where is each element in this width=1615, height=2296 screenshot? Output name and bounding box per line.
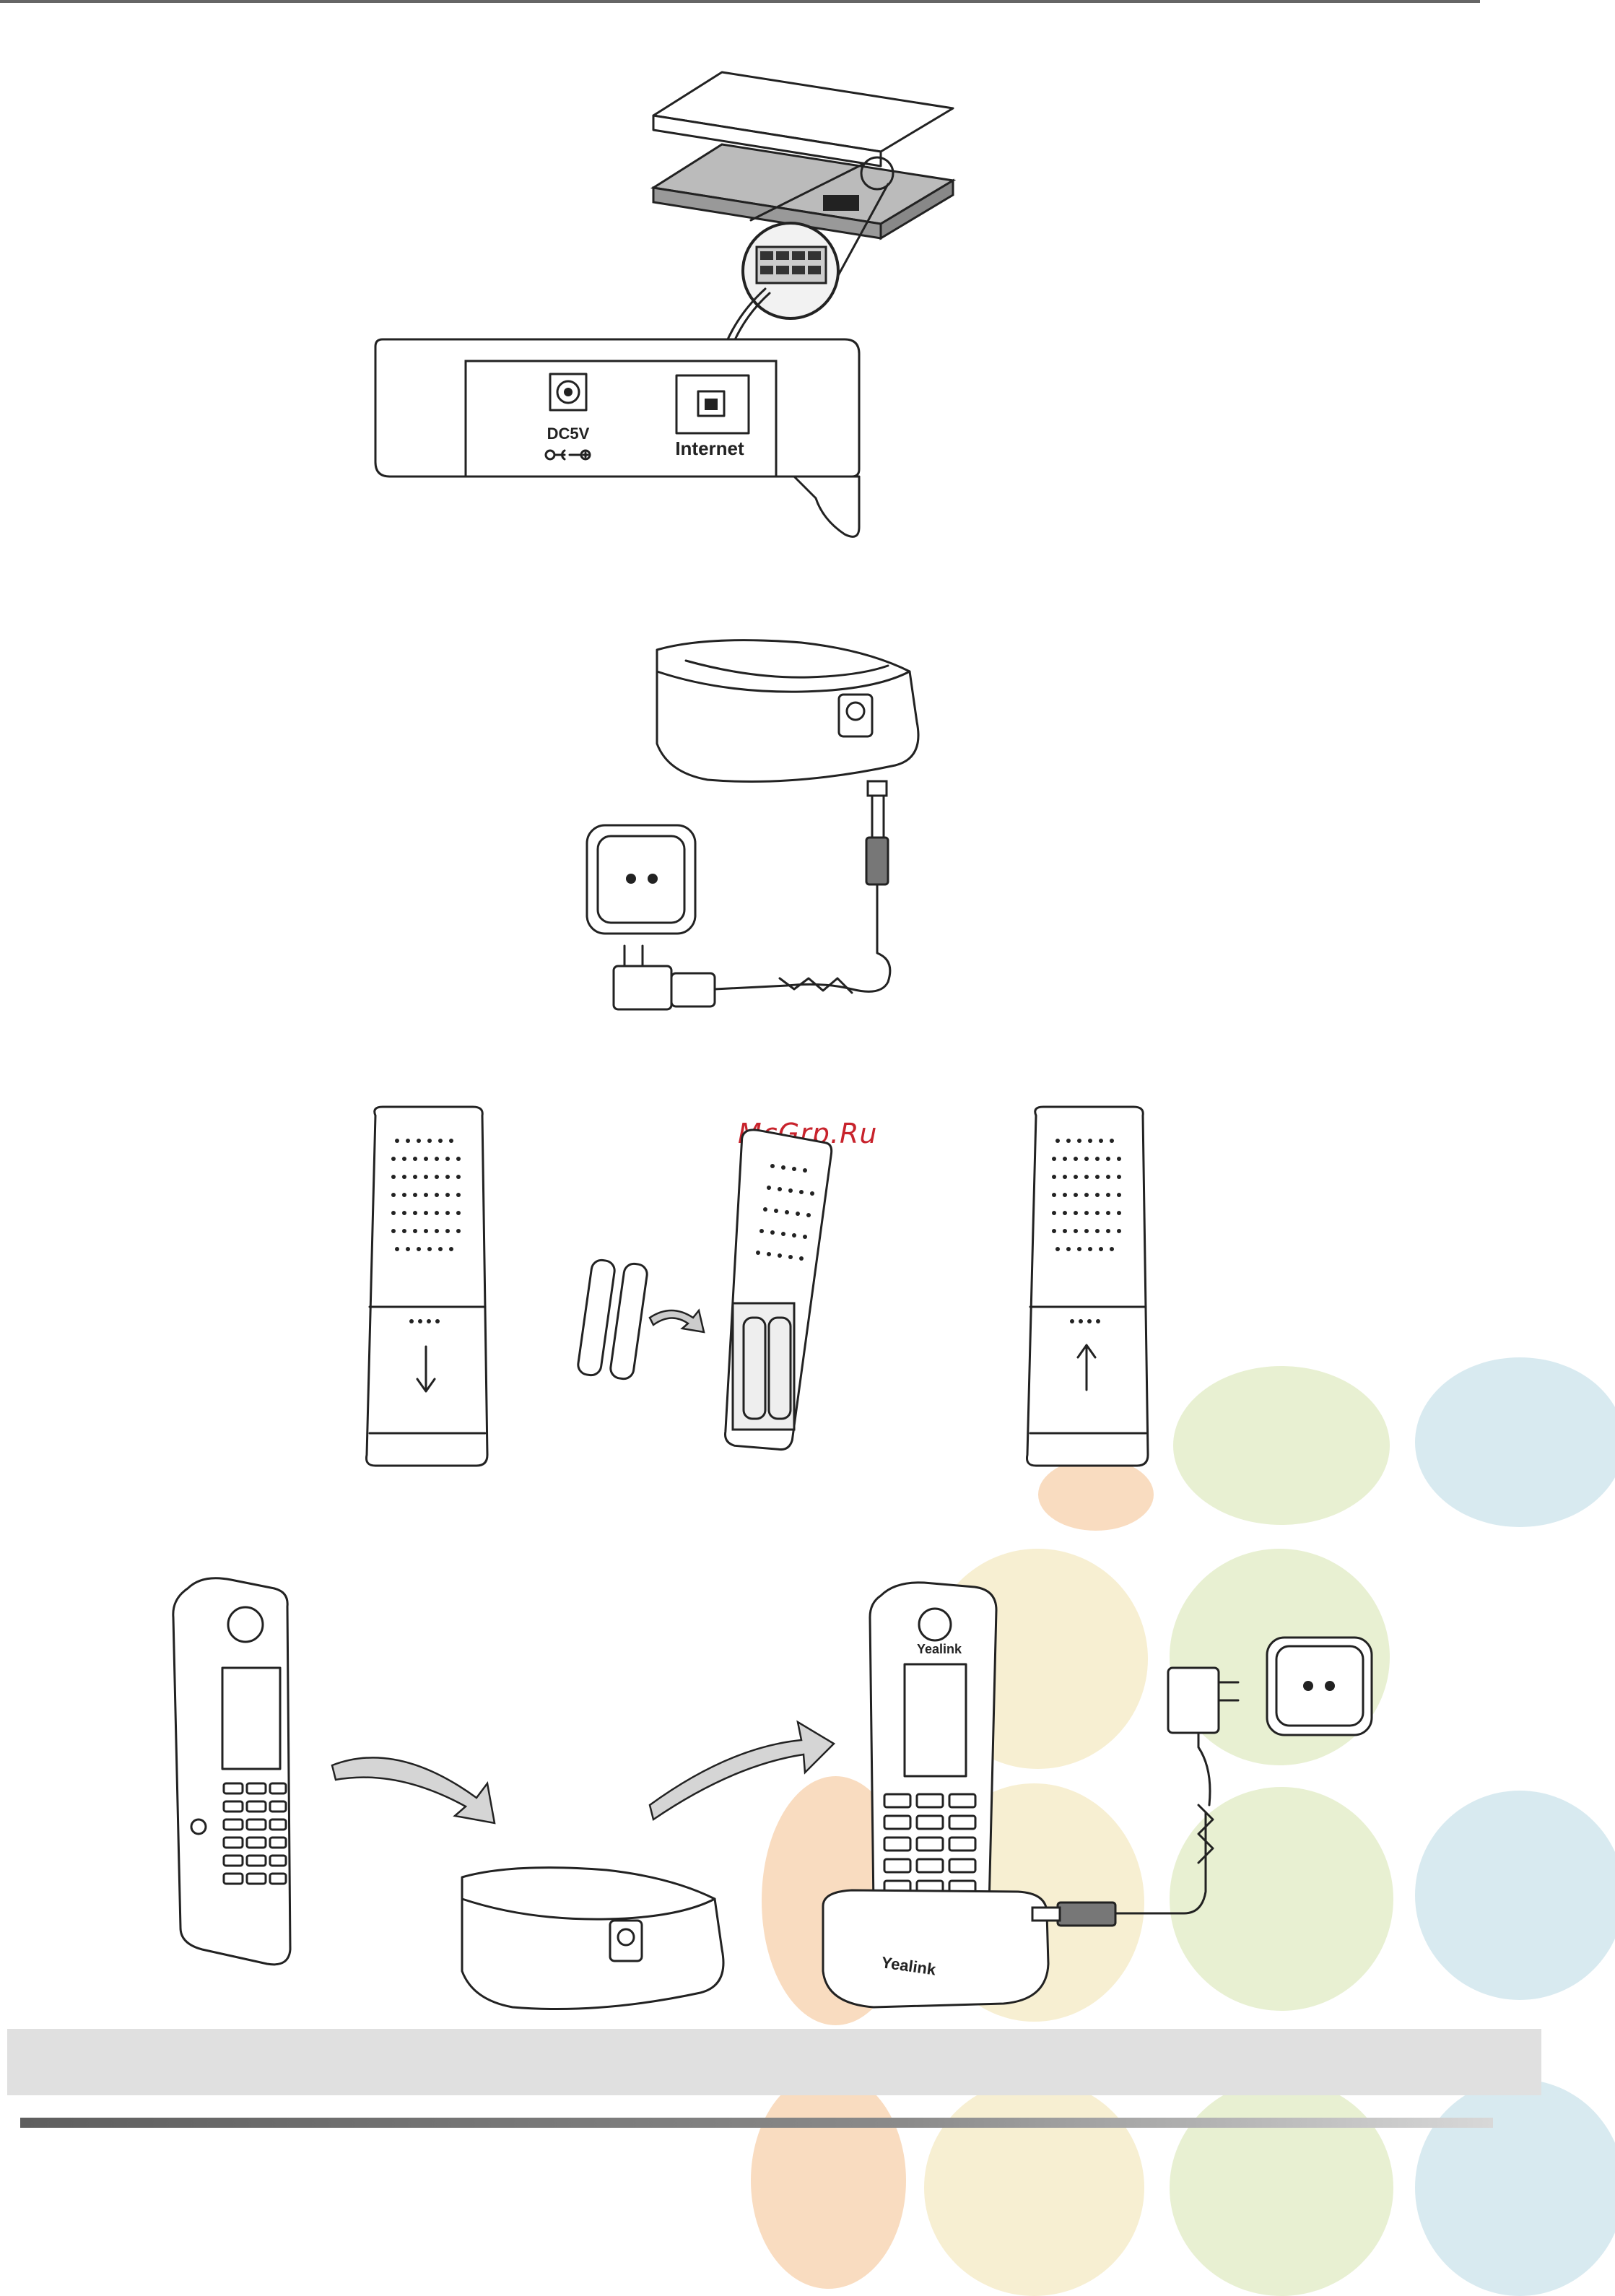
deco-circle xyxy=(1415,2079,1615,2296)
top-rule xyxy=(0,0,1480,3)
handset-charger-figure: Yealink Yealink xyxy=(159,1574,1386,2022)
charging-base-icon xyxy=(657,640,918,782)
dc-port-label: DC5V xyxy=(547,425,590,443)
handset-back-closed-icon xyxy=(1027,1107,1149,1466)
wall-socket-icon xyxy=(587,825,695,934)
handset-open-battery-icon xyxy=(715,1127,842,1451)
battery-installation-figure xyxy=(354,1101,1177,1484)
move-arrow-icon xyxy=(650,1722,834,1819)
deco-circle xyxy=(1415,1357,1615,1527)
footer-rule xyxy=(20,2118,1493,2128)
internet-port-label: Internet xyxy=(675,438,744,459)
insert-arrow-icon xyxy=(650,1310,704,1332)
move-arrow-icon xyxy=(332,1757,495,1823)
dc-plug-icon xyxy=(1058,1903,1115,1926)
charging-base-icon xyxy=(462,1868,723,2009)
deco-circle xyxy=(751,2072,906,2289)
base-station-power-figure xyxy=(563,621,967,1025)
deco-circle xyxy=(1170,2079,1393,2296)
power-adapter-icon xyxy=(1168,1668,1219,1733)
deco-circle xyxy=(924,2079,1144,2296)
base-station-network-figure: DC5V Internet xyxy=(361,65,975,556)
handset-back-open-icon xyxy=(367,1107,488,1466)
handset-in-charger-icon: Yealink Yealink xyxy=(823,1583,1048,2007)
wall-socket-icon xyxy=(1267,1638,1372,1735)
deco-circle xyxy=(1415,1791,1615,2000)
handset-front-icon xyxy=(173,1578,290,1965)
deco-circle xyxy=(1173,1366,1390,1525)
battery-icon xyxy=(577,1259,648,1380)
footer-band xyxy=(7,2029,1541,2095)
handset-brand-logo: Yealink xyxy=(917,1642,962,1656)
power-adapter-icon xyxy=(614,966,671,1009)
